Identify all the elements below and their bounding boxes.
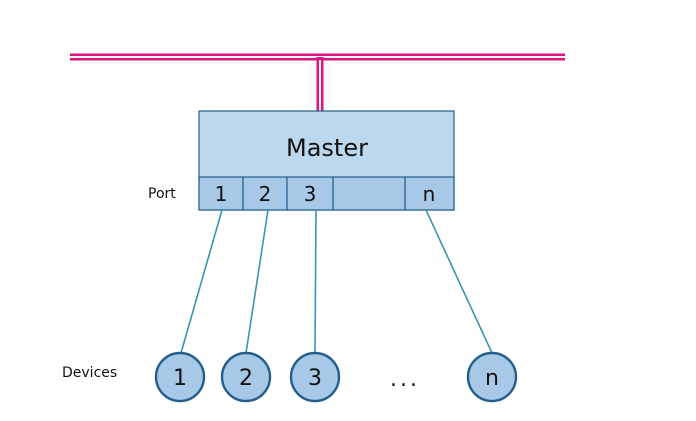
port-row: 1 2 3 n (198, 176, 455, 211)
port-3 (286, 176, 334, 211)
port-3-label: 3 (304, 182, 317, 206)
port-2 (242, 176, 288, 211)
device-1 (154, 351, 206, 403)
port-1-label: 1 (215, 182, 228, 206)
bus-line (70, 53, 565, 111)
master-label: Master (286, 134, 368, 162)
device-3 (289, 351, 341, 403)
device-row: 1 2 3 ... n (154, 351, 518, 403)
port-2-label: 2 (259, 182, 272, 206)
device-n (466, 351, 518, 403)
port-n-label: n (423, 182, 436, 206)
port-n (404, 176, 455, 211)
wire-1 (180, 209, 223, 354)
device-n-label: n (485, 366, 499, 391)
device-2 (220, 351, 272, 403)
wire-2 (245, 209, 269, 354)
device-1-label: 1 (173, 366, 187, 391)
wire-3 (314, 209, 317, 354)
port-empty (332, 176, 406, 211)
device-3-label: 3 (308, 366, 322, 391)
port-1 (198, 176, 244, 211)
device-2-label: 2 (239, 366, 253, 391)
port-axis-label: Port (148, 186, 176, 202)
wire-n (425, 209, 493, 354)
device-ellipsis: ... (390, 367, 420, 392)
connection-wires (180, 209, 493, 354)
devices-axis-label: Devices (62, 365, 117, 381)
